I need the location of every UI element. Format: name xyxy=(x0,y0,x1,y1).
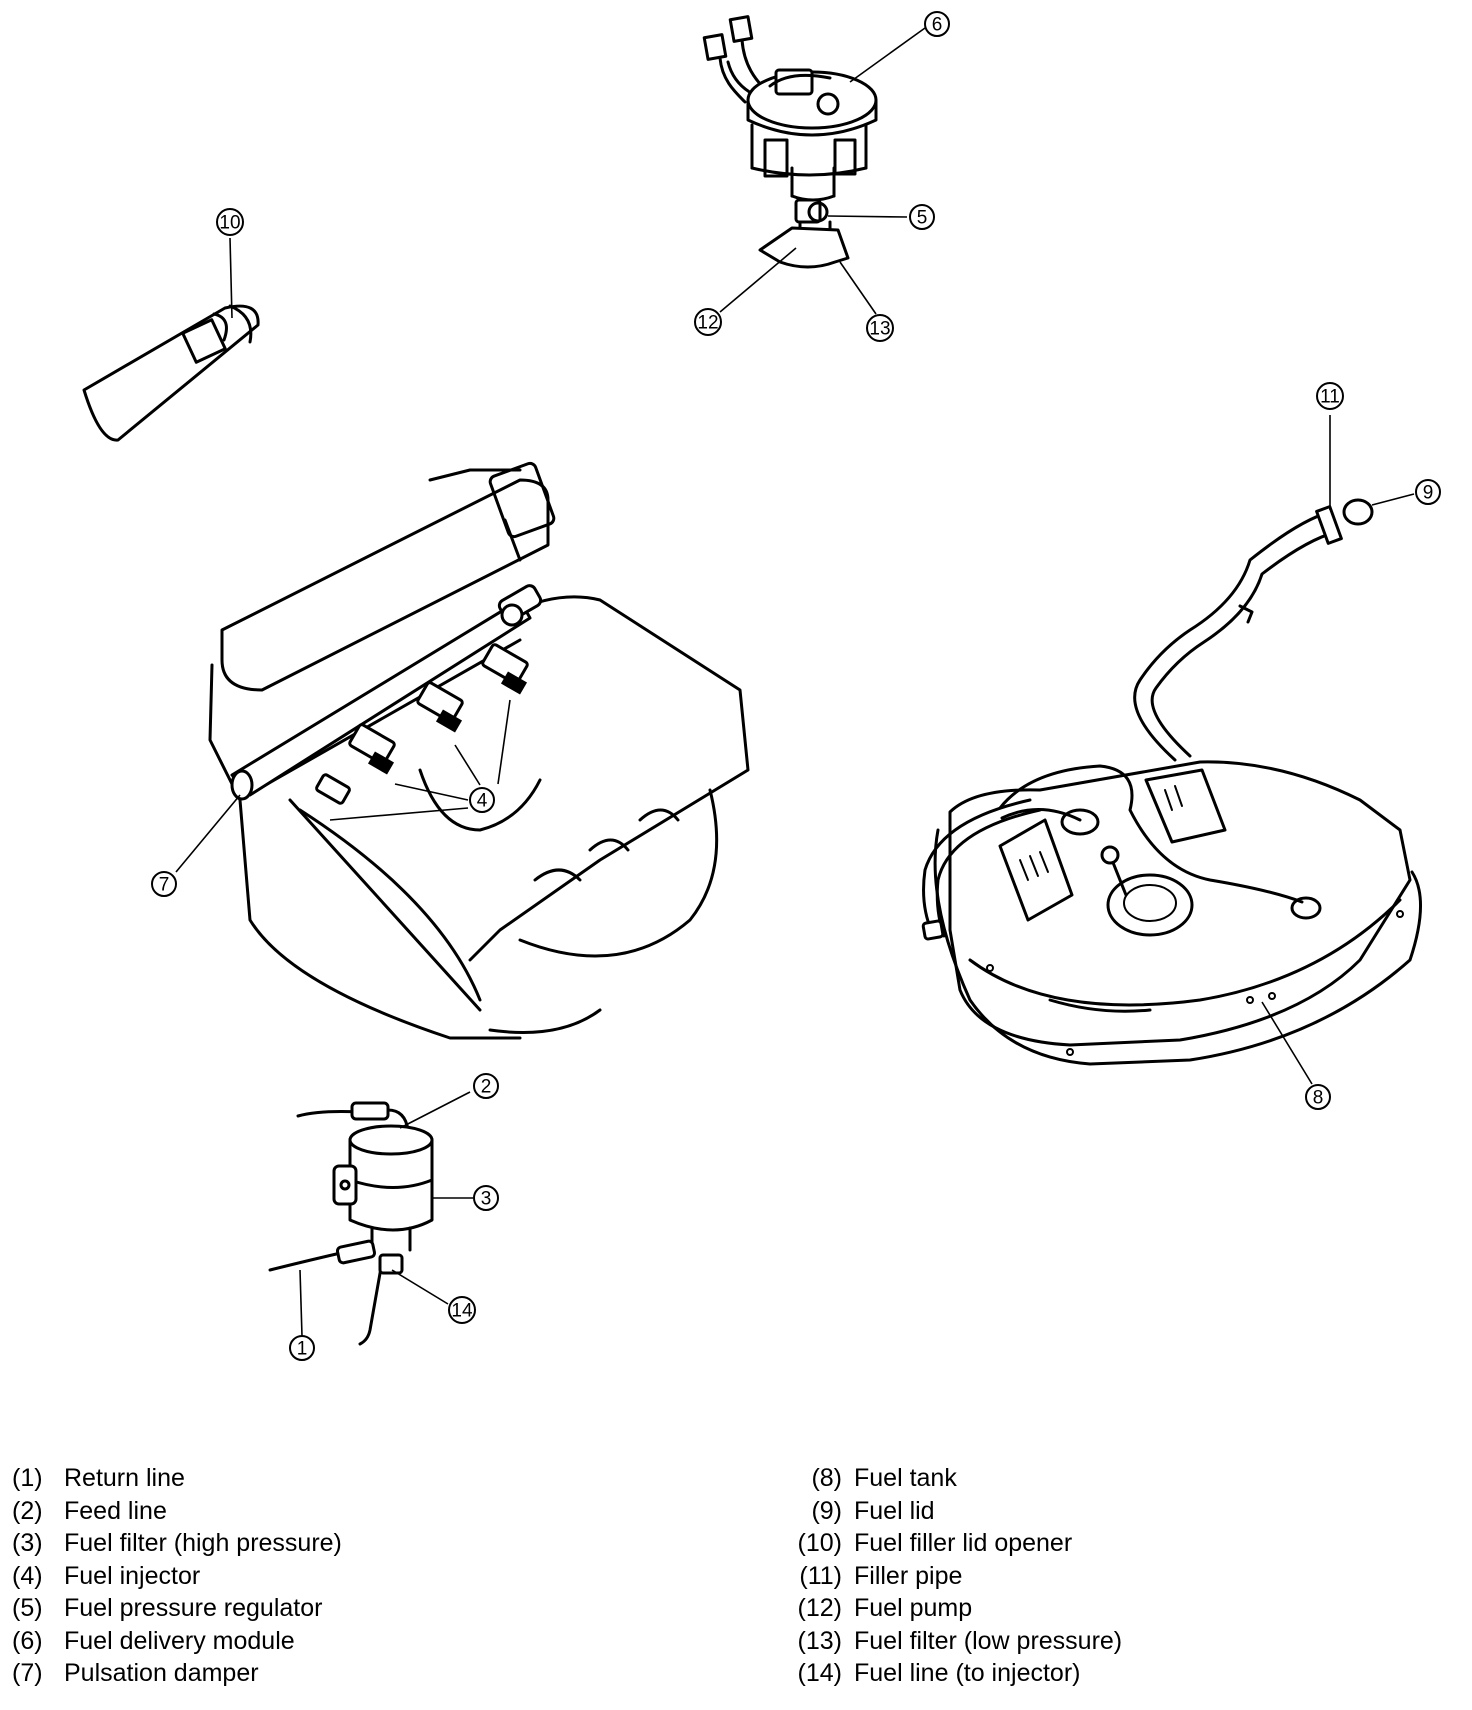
legend-number: (12) xyxy=(797,1594,842,1622)
svg-text:12: 12 xyxy=(697,313,718,334)
callout-1: 1 xyxy=(289,1335,315,1361)
legend-item-14: (14) Fuel line (to injector) xyxy=(772,1657,1122,1690)
legend-item-5: (5) Fuel pressure regulator xyxy=(12,1592,342,1625)
legend-number: (9) xyxy=(811,1496,842,1525)
legend-number: (2) xyxy=(12,1496,43,1525)
svg-text:5: 5 xyxy=(917,208,928,229)
legend-number: (14) xyxy=(797,1659,842,1687)
callout-5: 5 xyxy=(909,204,935,230)
fuel-filler-lid-opener-drawing xyxy=(82,237,260,442)
callout-7: 7 xyxy=(151,871,177,897)
legend-number: (6) xyxy=(12,1626,43,1655)
callout-12: 12 xyxy=(694,308,722,336)
callout-8: 8 xyxy=(1305,1084,1331,1110)
svg-text:4: 4 xyxy=(477,791,488,812)
legend-item-4: (4) Fuel injector xyxy=(12,1560,342,1593)
legend-left: (1) Return line (2) Feed line (3) Fuel f… xyxy=(12,1462,342,1690)
callout-11: 11 xyxy=(1316,382,1344,410)
legend-label: Feed line xyxy=(64,1496,167,1525)
legend-item-12: (12) Fuel pump xyxy=(772,1592,1122,1625)
legend-label: Fuel filler lid opener xyxy=(854,1529,1073,1557)
legend-item-6: (6) Fuel delivery module xyxy=(12,1625,342,1658)
legend-label: Fuel filter (high pressure) xyxy=(64,1529,342,1557)
legend-number: (13) xyxy=(797,1626,842,1655)
svg-text:10: 10 xyxy=(219,213,240,234)
svg-text:8: 8 xyxy=(1313,1088,1324,1109)
callout-14: 14 xyxy=(448,1296,476,1324)
callout-4: 4 xyxy=(469,787,495,813)
callout-10: 10 xyxy=(216,208,244,236)
legend-label: Fuel line (to injector) xyxy=(854,1659,1081,1687)
fuel-filter-drawing xyxy=(268,1091,473,1346)
legend-item-10: (10) Fuel filler lid opener xyxy=(772,1527,1122,1560)
legend-item-3: (3) Fuel filter (high pressure) xyxy=(12,1527,342,1560)
legend-number: (8) xyxy=(811,1464,842,1492)
legend-label: Pulsation damper xyxy=(64,1659,259,1687)
svg-text:11: 11 xyxy=(1320,387,1340,408)
callout-13: 13 xyxy=(866,314,894,342)
callout-9: 9 xyxy=(1415,479,1441,505)
callout-6: 6 xyxy=(924,11,950,37)
legend-item-2: (2) Feed line xyxy=(12,1495,342,1528)
svg-text:14: 14 xyxy=(451,1301,473,1322)
legend-right: (8) Fuel tank (9) Fuel lid (10) Fuel fil… xyxy=(772,1462,1123,1690)
legend-number: (11) xyxy=(799,1561,842,1590)
svg-text:3: 3 xyxy=(481,1189,492,1210)
fuel-tank-drawing xyxy=(921,415,1422,1085)
legend-item-1: (1) Return line xyxy=(12,1462,342,1495)
svg-text:6: 6 xyxy=(932,15,943,36)
legend-item-8: (8) Fuel tank xyxy=(772,1462,1122,1495)
legend-item-13: (13) Fuel filter (low pressure) xyxy=(772,1625,1123,1658)
legend-label: Fuel filter (low pressure) xyxy=(854,1626,1123,1655)
legend-label: Fuel injector xyxy=(64,1561,201,1590)
svg-text:9: 9 xyxy=(1423,483,1434,504)
legend-item-7: (7) Pulsation damper xyxy=(12,1657,342,1690)
svg-text:2: 2 xyxy=(481,1077,492,1098)
legend-number: (4) xyxy=(12,1561,43,1590)
legend-label: Filler pipe xyxy=(854,1561,963,1590)
legend-number: (5) xyxy=(12,1594,43,1622)
svg-text:13: 13 xyxy=(869,319,890,340)
callout-3: 3 xyxy=(473,1185,499,1211)
legend-number: (3) xyxy=(12,1529,43,1557)
legend-item-9: (9) Fuel lid xyxy=(772,1495,1122,1528)
svg-text:1: 1 xyxy=(297,1339,308,1360)
legend-label: Fuel tank xyxy=(854,1464,957,1492)
callout-2: 2 xyxy=(473,1073,499,1099)
legend-number: (10) xyxy=(797,1529,842,1557)
legend-item-11: (11) Filler pipe xyxy=(772,1560,1122,1593)
fuel-delivery-module-drawing xyxy=(702,15,926,315)
legend-label: Fuel pressure regulator xyxy=(64,1594,323,1622)
legend-number: (1) xyxy=(12,1464,43,1492)
legend-label: Fuel pump xyxy=(854,1594,973,1622)
svg-text:7: 7 xyxy=(159,875,170,896)
legend-label: Return line xyxy=(64,1464,185,1492)
fuel-system-diagram: 6 5 10 12 13 11 9 4 7 8 2 3 xyxy=(82,11,1441,1361)
legend-label: Fuel lid xyxy=(854,1496,935,1525)
engine-fuel-rail-drawing xyxy=(175,461,750,1040)
legend-label: Fuel delivery module xyxy=(64,1626,295,1655)
legend-number: (7) xyxy=(12,1659,43,1687)
